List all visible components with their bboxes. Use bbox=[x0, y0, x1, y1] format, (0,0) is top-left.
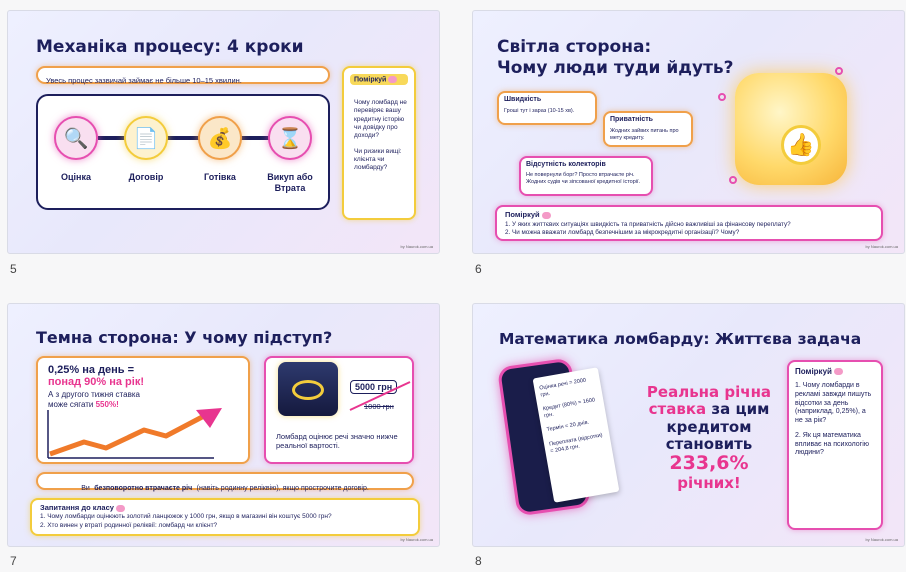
think-item-1: 1. У яких життєвих ситуаціях швидкість т… bbox=[505, 221, 791, 229]
gold-chain-icon bbox=[292, 380, 324, 400]
steps-connector bbox=[98, 136, 274, 140]
question-2: 2. Хто винен у втраті родинної реліквії:… bbox=[40, 521, 218, 529]
warning-bold: безповоротно втрачаєте річ bbox=[94, 485, 193, 492]
magnifier-icon: 🔍 bbox=[54, 116, 98, 160]
price-tag-old: 1000 грн bbox=[364, 402, 394, 411]
brain-icon bbox=[541, 211, 551, 219]
jewelry-box-icon bbox=[278, 362, 338, 416]
slide-title: Механіка процесу: 4 кроки bbox=[36, 37, 304, 57]
think-panel: Поміркуй 1. Чому ломбарди в рекламі завж… bbox=[787, 360, 883, 530]
step-label-1: Оцінка bbox=[61, 172, 91, 182]
rising-chart-icon bbox=[47, 408, 222, 459]
dot-icon bbox=[718, 93, 726, 101]
dot-icon bbox=[835, 67, 843, 75]
sun-thumbs-up-illustration: 👍 bbox=[735, 73, 847, 185]
rate-sub-1: А з другого тижня ставка bbox=[48, 390, 140, 399]
think-item-2: 2. Як ця математика впливає на психологі… bbox=[795, 431, 870, 457]
slide-title: Світла сторона: Чому люди туди йдуть? bbox=[497, 37, 734, 79]
questions-heading: Запитання до класу bbox=[40, 503, 410, 512]
watermark: by Naurok.com.ua bbox=[865, 537, 898, 542]
fork-hourglass-icon: ⌛ bbox=[268, 116, 312, 160]
slide-thumbnail-6[interactable]: Світла сторона: Чому люди туди йдуть? 👍 … bbox=[472, 10, 905, 254]
think-item-1: Чому ломбард не перевіряє вашу кредитну … bbox=[354, 99, 407, 139]
banner-text: Увесь процес зазвичай займає не більше 1… bbox=[46, 76, 242, 85]
step-label-2: Договір bbox=[128, 172, 164, 182]
duration-banner: Увесь процес зазвичай займає не більше 1… bbox=[36, 66, 330, 85]
receipt-line-3: Термін = 20 днів. bbox=[546, 419, 590, 434]
price-tag-new: 5000 грн bbox=[350, 380, 398, 394]
card-no-collectors: Відсутність колекторів Не повернули борг… bbox=[519, 156, 653, 196]
watermark: by Naurok.com.ua bbox=[400, 537, 433, 542]
think-heading: Поміркуй bbox=[350, 74, 408, 86]
rate-panel: 0,25% на день = понад 90% на рік! А з др… bbox=[36, 356, 250, 464]
think-heading: Поміркуй bbox=[505, 210, 873, 219]
card-heading: Швидкість bbox=[504, 96, 542, 103]
questions-panel: Запитання до класу 1. Чому ломбарди оцін… bbox=[30, 498, 420, 536]
card-text: Жодних зайвих питань про мету кредиту. bbox=[610, 127, 679, 141]
dot-icon bbox=[729, 176, 737, 184]
rate-pink-2: ставка bbox=[648, 400, 707, 419]
card-text: Не повернули борг? Просто втрачаєте річ.… bbox=[526, 171, 641, 185]
think-item-1: 1. Чому ломбарди в рекламі завжди пишуть… bbox=[795, 382, 872, 424]
brain-icon bbox=[388, 76, 398, 83]
warning-banner: Ви безповоротно втрачаєте річ (навіть ро… bbox=[36, 472, 414, 492]
rate-sub-value: 550%! bbox=[95, 400, 119, 409]
slide-number-6: 6 bbox=[475, 262, 482, 276]
card-speed: Швидкість Гроші тут і зараз (10-15 хв). bbox=[497, 91, 597, 125]
card-privacy: Приватність Жодних зайвих питань про мет… bbox=[603, 111, 693, 147]
document-icon: 📄 bbox=[124, 116, 168, 160]
slide-title: Темна сторона: У чому підступ? bbox=[36, 328, 333, 347]
slide-number-5: 5 bbox=[10, 262, 17, 276]
slide-thumbnail-8[interactable]: Математика ломбарду: Життєва задача Оцін… bbox=[472, 303, 905, 547]
think-item-2: 2. Чи можна вважати ломбард безпечнішим … bbox=[505, 229, 740, 237]
rate-dark-1: за цим bbox=[711, 400, 770, 419]
receipt-line-1: Оцінка речі = 2000 грн. bbox=[538, 377, 587, 399]
step-label-3: Готівка bbox=[204, 172, 236, 182]
card-heading: Відсутність колекторів bbox=[526, 161, 606, 168]
brain-icon bbox=[116, 504, 126, 512]
watermark: by Naurok.com.ua bbox=[400, 244, 433, 249]
think-panel: Поміркуй 1. У яких життєвих ситуаціях шв… bbox=[495, 205, 883, 241]
valuation-panel: 5000 грн 1000 грн Ломбард оцінює речі зн… bbox=[264, 356, 414, 464]
slide-number-8: 8 bbox=[475, 554, 482, 568]
rate-sub-2: може сягати bbox=[48, 400, 94, 409]
rate-line-1: 0,25% на день = bbox=[48, 364, 135, 376]
think-panel: Поміркуй Чому ломбард не перевіряє вашу … bbox=[342, 66, 416, 220]
card-heading: Приватність bbox=[610, 116, 653, 123]
step-label-4: Викуп або Втрата bbox=[267, 172, 313, 193]
receipt-line-2: Кредит (80%) = 1600 грн. bbox=[542, 397, 596, 419]
steps-panel: 🔍 📄 💰 ⌛ Оцінка Договір Готівка Викуп або… bbox=[36, 94, 330, 210]
watermark: by Naurok.com.ua bbox=[865, 244, 898, 249]
think-heading: Поміркуй bbox=[795, 367, 875, 377]
rate-line-2: понад 90% на рік! bbox=[48, 376, 144, 388]
valuation-caption: Ломбард оцінює речі значно нижче реально… bbox=[276, 432, 398, 451]
slide-number-7: 7 bbox=[10, 554, 17, 568]
question-1: 1. Чому ломбарди оцінюють золотий ланцюж… bbox=[40, 513, 332, 521]
strike-line bbox=[349, 381, 411, 411]
warning-prefix: Ви bbox=[81, 485, 90, 492]
rate-dark-2: кредитом bbox=[666, 417, 752, 436]
warning-suffix: (навіть родинну реліквію), якщо простроч… bbox=[196, 485, 369, 492]
rate-value: 233,6% bbox=[669, 452, 749, 474]
thumbs-up-icon: 👍 bbox=[781, 125, 821, 165]
slide-thumbnail-7[interactable]: Темна сторона: У чому підступ? 0,25% на … bbox=[7, 303, 440, 547]
think-item-2: Чи ризики вищі: клієнта чи ломбарду? bbox=[354, 147, 402, 172]
slide-thumbnail-5[interactable]: Механіка процесу: 4 кроки Увесь процес з… bbox=[7, 10, 440, 254]
receipt-line-4: Переплата (відсотки) = 204,8 грн. bbox=[548, 432, 604, 455]
cash-icon: 💰 bbox=[198, 116, 242, 160]
rate-unit: річних! bbox=[677, 473, 741, 492]
rate-dark-3: становить bbox=[665, 434, 753, 453]
card-text: Гроші тут і зараз (10-15 хв). bbox=[504, 107, 575, 114]
rate-pink-1: Реальна річна bbox=[646, 383, 772, 401]
slide-title: Математика ломбарду: Життєва задача bbox=[499, 330, 862, 348]
brain-icon bbox=[834, 368, 844, 376]
rate-statement: Реальна річна ставка за цим кредитом ста… bbox=[645, 383, 773, 492]
